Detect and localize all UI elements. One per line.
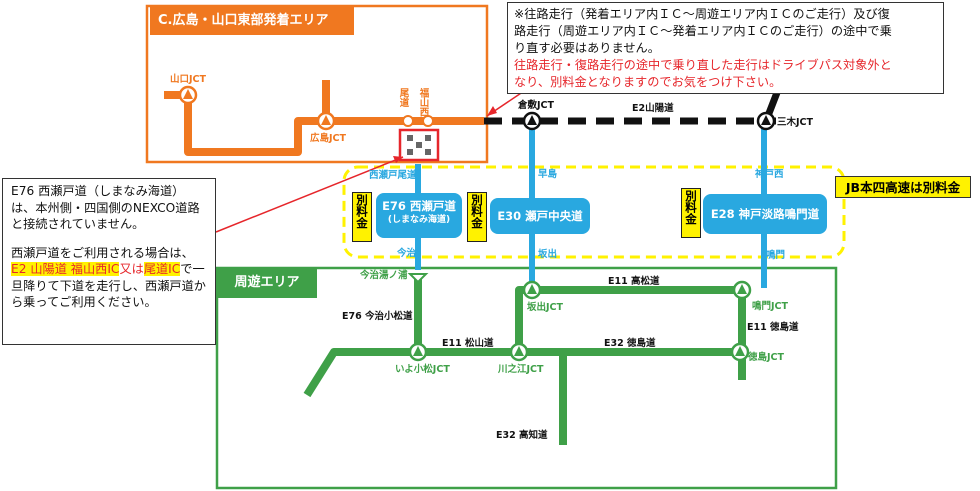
note-right-line3: り直す必要はありません。 <box>514 41 660 55</box>
onomichi-label: 尾道 <box>398 88 411 108</box>
iyo-komatsu-jct-label: いよ小松JCT <box>395 363 450 375</box>
driving-note-box: ※往路走行（発着エリア内ＩＣ～周遊エリア内ＩＣのご走行）及び復 路走行（周遊エリ… <box>507 2 944 94</box>
nishiseto-note-box: E76 西瀬戸道（しまなみ海道）は、本州側・四国側のNEXCO道路と接続されてい… <box>2 178 216 345</box>
setochuo-road-box: E30 瀬戸中央道 <box>490 198 590 234</box>
fee-box-setochuo: 別料金 <box>467 192 487 242</box>
fukuyama-nishi-ic-marker <box>422 115 434 127</box>
tokushima-jct-label: 徳島JCT <box>747 351 785 363</box>
sakaide-label: 坂出 <box>538 248 557 260</box>
note-left-p2-c: で一旦降りて下道を走行し、西瀬戸道から乗ってご利用ください。 <box>11 262 206 309</box>
fee-box-setochuo-text: 別料金 <box>470 194 484 229</box>
naruto-jct-label: 鳴門JCT <box>752 300 789 312</box>
yamaguchi-jct-label: 山口JCT <box>170 73 207 85</box>
nishiseto-title: E76 西瀬戸道 <box>382 199 456 213</box>
onomichi-ic-marker <box>402 115 414 127</box>
kawanoe-jct-label: 川之江JCT <box>497 363 544 375</box>
circuit-area-border <box>215 266 838 490</box>
fukuyama-nishi-label: 福山西 <box>418 87 431 117</box>
nishiseto-subtitle: (しまなみ海道) <box>387 215 451 225</box>
kawanoe-jct-marker <box>509 342 529 362</box>
fee-box-nishiseto: 別料金 <box>352 192 372 242</box>
note-left-paragraph2: 西瀬戸道をご利用される場合は、 E2 山陽道 福山西IC又は尾道ICで一旦降りて下… <box>11 245 207 311</box>
e11-matsuyama-label: E11 松山道 <box>442 337 494 349</box>
tokushima-jct-marker <box>730 342 750 362</box>
note-right-warning1: 往路走行・復路走行の途中で乗り直した走行はドライブパス対象外と <box>514 58 892 72</box>
nishiseto-road-box: E76 西瀬戸道 (しまなみ海道) <box>376 193 462 238</box>
e32-tokushima-label: E32 徳島道 <box>604 337 656 349</box>
e2-sanyo-label: E2山陽道 <box>632 102 674 114</box>
sakaide-jct-marker <box>522 280 542 300</box>
e32-kochi-label: E32 高知道 <box>496 429 548 441</box>
sakaide-jct-label: 坂出JCT <box>527 301 564 313</box>
hiroshima-jct-label: 広島JCT <box>310 132 347 144</box>
imabari-yunoura-endpoint <box>407 273 429 284</box>
note-right-warning2: なり、別料金となりますのでお気をつけ下さい。 <box>514 75 782 89</box>
kobe-nishi-label: 神戸西 <box>755 168 784 180</box>
kobeawaji-road-box: E28 神戸淡路鳴門道 <box>703 194 827 234</box>
jct-markers <box>178 85 776 362</box>
left-note-arrow <box>215 156 404 233</box>
e11-tokushima-label: E11 徳島道 <box>747 321 799 333</box>
yamaguchi-jct-marker <box>178 85 198 105</box>
fee-box-nishiseto-text: 別料金 <box>355 194 369 229</box>
fee-box-kobeawaji-text: 別料金 <box>684 190 698 225</box>
nishiseto-onomichi-label: 西瀬戸尾道 <box>369 169 417 181</box>
hiroshima-jct-marker <box>316 111 336 131</box>
naruto-label: 鳴門 <box>766 249 785 261</box>
kurashiki-jct-label: 倉敷JCT <box>517 99 555 111</box>
origin-area-title: C.広島・山口東部発着エリア <box>150 6 354 35</box>
naruto-jct-marker <box>732 280 752 300</box>
imabari-yunoura-label: 今治湯ノ浦 <box>359 269 408 281</box>
e76-imabari-komatsu-label: E76 今治小松道 <box>342 310 413 322</box>
circuit-area-title: 周遊エリア <box>217 268 317 298</box>
ic-exit-symbols <box>407 135 431 155</box>
jb-separate-fee-label: JB本四高速は別料金 <box>835 176 971 198</box>
miki-jct-marker <box>756 111 776 131</box>
note-left-onomichi-highlight: 尾道IC <box>143 262 181 276</box>
imabari-label: 今治 <box>396 247 417 259</box>
fee-box-kobeawaji: 別料金 <box>681 188 701 238</box>
note-left-p2-or: 又は <box>119 262 144 276</box>
e11-takamatsu-label: E11 高松道 <box>608 275 660 287</box>
kurashiki-jct-marker <box>522 111 542 131</box>
iyo-komatsu-jct-marker <box>408 342 428 362</box>
note-right-line1: ※往路走行（発着エリア内ＩＣ～周遊エリア内ＩＣのご走行）及び復 <box>514 7 890 21</box>
note-right-line2: 路走行（周遊エリア内ＩＣ～発着エリア内ＩＣのご走行）の途中で乗 <box>514 24 892 38</box>
kojima-label: 早島 <box>538 168 558 180</box>
note-left-paragraph1: E76 西瀬戸道（しまなみ海道）は、本州側・四国側のNEXCO道路と接続されてい… <box>11 184 200 231</box>
miki-jct-label: 三木JCT <box>777 116 814 128</box>
note-left-fukuyama-highlight: E2 山陽道 福山西IC <box>11 262 120 276</box>
note-left-p2-a: 西瀬戸道をご利用される場合は、 <box>11 245 194 260</box>
green-road-network <box>303 275 746 445</box>
